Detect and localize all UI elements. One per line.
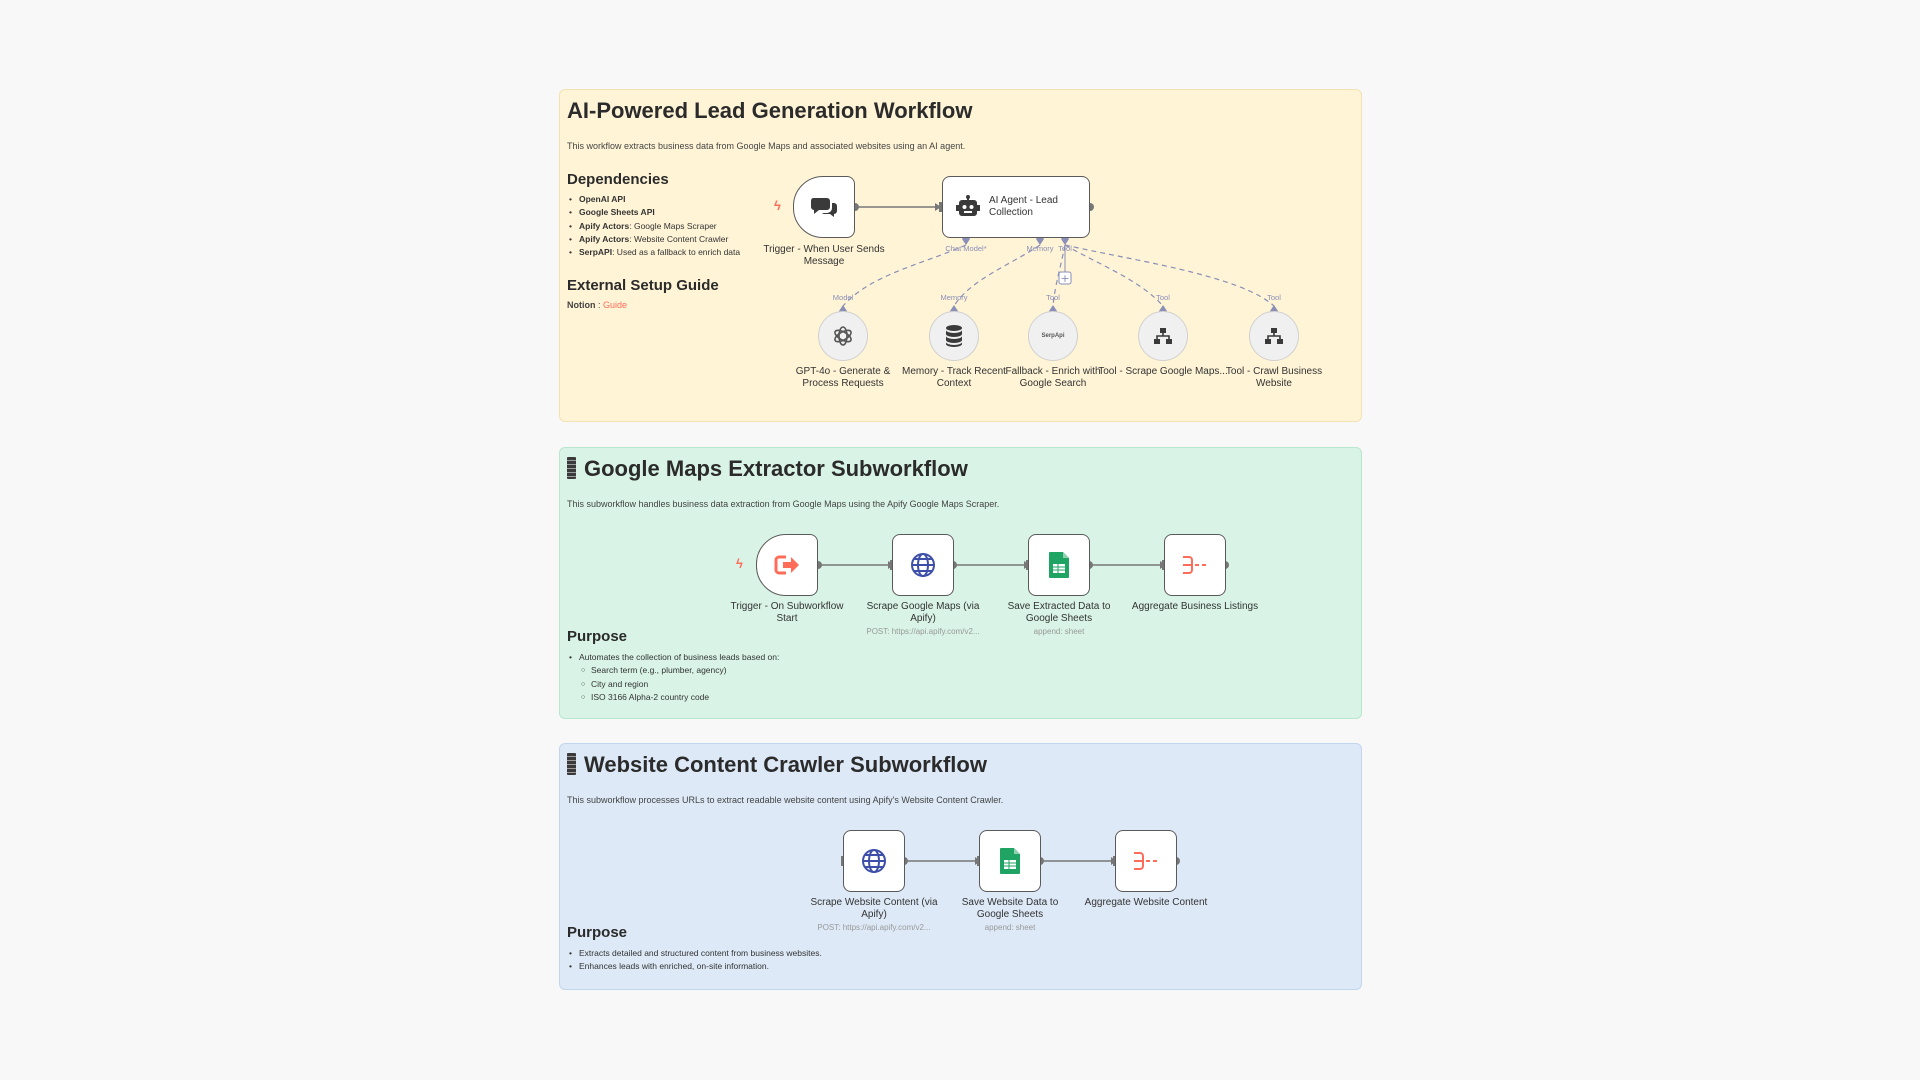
port-label: Memory [940,293,968,302]
chat-bubbles-icon [810,198,837,217]
port-label: Tool [1046,293,1060,302]
node-aggregate-website-content[interactable] [1115,830,1177,892]
sticky-description-lead-generation: This workflow extracts business data fro… [567,141,966,151]
node-subtitle: append: sheet [1033,627,1085,636]
aggregate-icon [1134,852,1157,870]
port-label: Tool [1156,293,1170,302]
robot-icon [956,195,980,216]
google-sheets-icon [1049,552,1069,578]
node-fallback-serpapi[interactable]: SerpApi [1028,311,1078,361]
workflow-icon [1154,328,1172,344]
node-label: Memory - Track Recent Context [902,366,1006,389]
node-scrape-website-content[interactable] [843,830,905,892]
purpose-heading-crawler: Purpose [567,924,628,941]
list-item: Extracts detailed and structured content… [567,947,822,961]
node-subtitle: POST: https://api.apify.com/v2... [817,923,931,932]
port-label: Memory [1026,244,1054,253]
subworkflow-trigger-icon [774,555,799,575]
node-label: Tool - Crawl Business Website [1225,366,1323,389]
node-label: AI Agent - Lead Collection [989,195,1058,218]
node-gpt4o[interactable] [818,311,868,361]
serpapi-icon: SerpApi [1041,333,1065,339]
node-label: Scrape Website Content (via Apify) [810,897,938,920]
node-trigger-subworkflow-start[interactable] [756,534,818,596]
node-label: Tool - Scrape Google Maps... [1098,366,1228,377]
node-save-google-sheets[interactable] [1028,534,1090,596]
node-aggregate-listings[interactable] [1164,534,1226,596]
node-subtitle: POST: https://api.apify.com/v2... [866,627,980,636]
dependencies-heading: Dependencies [567,171,669,188]
node-label: Aggregate Website Content [1084,897,1208,908]
node-label: GPT-4o - Generate & Process Requests [795,366,891,389]
google-sheets-icon [1000,848,1020,874]
list-item: Apify Actors: Google Maps Scraper [567,220,740,234]
sticky-description-content-crawler: This subworkflow processes URLs to extra… [567,795,1004,805]
port-label: Model [832,293,854,302]
list-item: Enhances leads with enriched, on-site in… [567,960,822,974]
port-label: Chat Model* [945,244,987,253]
setup-guide-heading: External Setup Guide [567,277,719,294]
node-subtitle: append: sheet [984,923,1036,932]
list-item: Apify Actors: Website Content Crawler [567,233,740,247]
globe-icon [862,849,886,873]
list-item: Automates the collection of business lea… [567,651,779,665]
node-label: Trigger - On Subworkflow Start [730,601,844,624]
globe-icon [911,553,935,577]
node-label: Save Extracted Data to Google Sheets [1007,601,1111,624]
node-memory[interactable] [929,311,979,361]
node-label: Scrape Google Maps (via Apify) [866,601,980,624]
setup-guide-name: Notion [567,300,596,310]
node-label: Trigger - When User Sends Message [763,244,885,267]
setup-guide-link[interactable]: Guide [603,300,628,310]
bookmark-icon [567,753,576,775]
list-item: ISO 3166 Alpha-2 country code [567,691,779,705]
node-scrape-google-maps[interactable] [892,534,954,596]
bookmark-icon [567,457,576,479]
list-item: Search term (e.g., plumber, agency) [567,664,779,678]
sticky-title-content-crawler: Website Content Crawler Subworkflow [567,752,987,778]
list-item: OpenAI API [567,193,740,207]
node-save-website-data[interactable] [979,830,1041,892]
port-label: Tool [1267,293,1281,302]
trigger-bolt-icon: ϟ [736,556,743,571]
port-label: Tool [1058,244,1072,253]
node-ai-agent[interactable]: AI Agent - Lead Collection [942,176,1090,238]
setup-guide-line: Notion : Guide [567,300,628,310]
workflow-icon [1265,328,1283,344]
trigger-bolt-icon: ϟ [774,198,781,213]
node-label: Aggregate Business Listings [1131,601,1259,612]
list-item: Google Sheets API [567,206,740,220]
purpose-list-maps: Automates the collection of business lea… [567,651,779,704]
database-icon [946,325,962,347]
list-item: City and region [567,678,779,692]
purpose-list-crawler: Extracts detailed and structured content… [567,947,822,974]
dependencies-list: OpenAI API Google Sheets API Apify Actor… [567,193,740,260]
node-label: Save Website Data to Google Sheets [961,897,1059,920]
openai-icon [834,326,852,346]
aggregate-icon [1183,556,1206,574]
sticky-title-maps-extractor: Google Maps Extractor Subworkflow [567,456,968,482]
sticky-description-maps-extractor: This subworkflow handles business data e… [567,499,1000,509]
node-label: Fallback - Enrich with Google Search [1005,366,1101,389]
node-tool-scrape-maps[interactable] [1138,311,1188,361]
list-item: SerpAPI: Used as a fallback to enrich da… [567,246,740,260]
sticky-title-lead-generation: AI-Powered Lead Generation Workflow [567,98,973,123]
node-trigger-chat-message[interactable] [793,176,855,238]
purpose-heading-maps: Purpose [567,628,628,645]
node-tool-crawl-website[interactable] [1249,311,1299,361]
